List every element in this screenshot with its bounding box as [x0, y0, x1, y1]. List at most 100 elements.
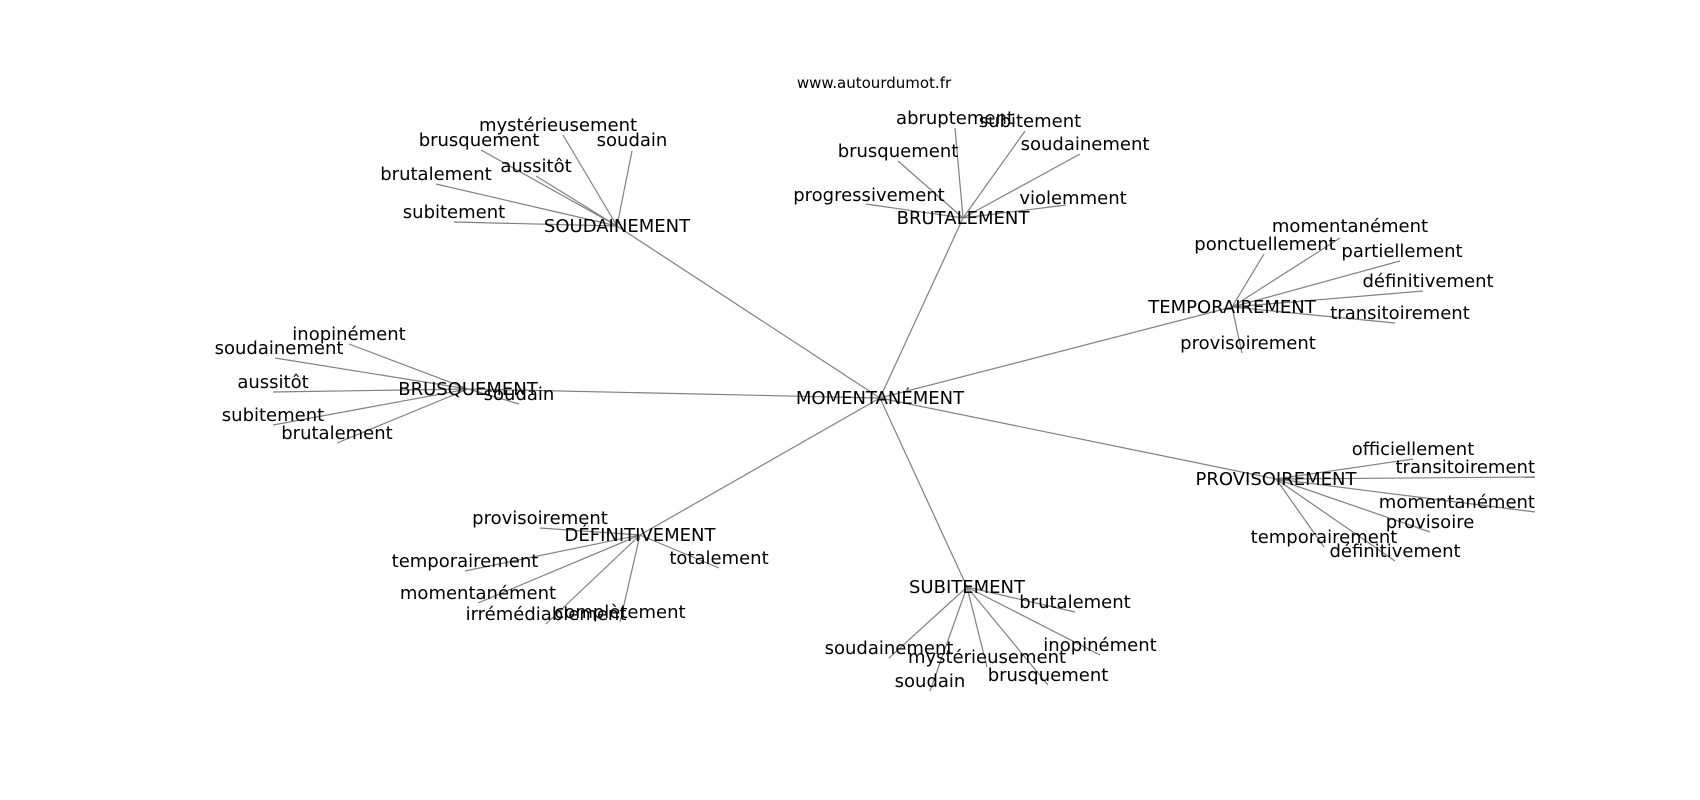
leaf-edge-4-3	[1275, 478, 1431, 533]
leaf-edge-6-3	[966, 586, 988, 668]
leaf-label: aussitôt	[500, 156, 571, 177]
leaf-edge-5-5	[619, 534, 641, 623]
leaf-edge-3-5	[336, 388, 469, 444]
leaf-label: aussitôt	[237, 372, 308, 393]
leaf-label: momentanément	[400, 583, 556, 604]
leaf-label: soudain	[895, 671, 966, 692]
leaf-edge-4-4	[1275, 478, 1325, 548]
leaf-label: mystérieusement	[908, 647, 1066, 668]
leaf-edge-2-5	[1231, 306, 1243, 354]
center-edge-3	[467, 388, 881, 399]
leaf-edge-3-4	[272, 388, 469, 426]
leaf-edge-6-1	[888, 586, 968, 659]
leaf-edge-1-0	[954, 127, 964, 219]
leaf-edge-5-4	[545, 534, 641, 625]
center-label: MOMENTANÉMENT	[796, 387, 965, 409]
leaf-label: partiellement	[1341, 241, 1462, 262]
leaf-edge-6-0	[966, 586, 1076, 613]
leaf-label: définitivement	[1329, 541, 1460, 562]
leaf-label: soudain	[597, 130, 668, 151]
leaf-label: subitement	[222, 405, 324, 426]
hub-label: SUBITEMENT	[909, 577, 1026, 598]
leaf-label: soudain	[484, 384, 555, 405]
hub-label: PROVISOIREMENT	[1196, 469, 1358, 490]
leaf-label: inopinément	[292, 324, 405, 345]
center-edge-1	[879, 217, 964, 399]
leaf-edge-6-4	[966, 586, 1049, 686]
leaf-edge-1-1	[962, 130, 1026, 219]
leaf-edge-4-0	[1275, 458, 1414, 480]
hub-label: BRUTALEMENT	[897, 208, 1031, 229]
leaf-edge-2-0	[1231, 237, 1341, 308]
leaf-edge-0-2	[616, 150, 633, 227]
leaf-edge-1-5	[962, 204, 1067, 219]
leaf-label: transitoirement	[1330, 303, 1470, 324]
leaf-edge-2-2	[1231, 260, 1401, 308]
leaf-label: brutalement	[281, 423, 392, 444]
leaf-edge-3-2	[272, 388, 469, 393]
leaf-label: brusquement	[838, 141, 959, 162]
edges-layer	[272, 127, 1536, 692]
center-edge-2	[879, 306, 1233, 399]
leaf-edge-4-1	[1275, 476, 1536, 480]
leaf-edge-4-2	[1275, 478, 1536, 513]
leaf-label: soudainement	[1021, 134, 1150, 155]
leaf-label: soudainement	[825, 638, 954, 659]
center-edge-6	[879, 397, 968, 588]
leaf-label: temporairement	[392, 551, 539, 572]
leaf-edge-1-4	[865, 203, 964, 219]
leaf-edge-5-2	[639, 534, 720, 569]
leaf-edge-5-1	[464, 534, 641, 572]
leaf-label: inopinément	[1043, 635, 1156, 656]
hub-label: DÉFINITIVEMENT	[564, 524, 716, 546]
leaf-edge-3-3	[467, 388, 520, 405]
leaf-label: soudainement	[215, 338, 344, 359]
watermark-text: www.autourdumot.fr	[797, 74, 952, 92]
leaf-edge-2-3	[1231, 290, 1424, 308]
leaf-label: complètement	[554, 602, 685, 623]
leaf-edge-1-3	[962, 153, 1081, 219]
leaf-label: abruptement	[896, 108, 1014, 129]
center-edge-0	[616, 225, 881, 399]
leaf-edge-0-0	[562, 134, 618, 227]
leaf-label: définitivement	[1362, 271, 1493, 292]
leaf-label: temporairement	[1251, 527, 1398, 548]
leaf-label: officiellement	[1352, 439, 1475, 460]
leaf-label: provisoirement	[472, 508, 608, 529]
leaf-label: brutalement	[380, 164, 491, 185]
leaf-edge-6-5	[929, 586, 968, 692]
leaf-edge-0-5	[453, 221, 618, 227]
leaf-edge-0-1	[480, 149, 618, 227]
leaf-label: ponctuellement	[1194, 234, 1335, 255]
leaf-label: subitement	[403, 202, 505, 223]
hub-label: TEMPORAIREMENT	[1147, 297, 1317, 318]
leaf-label: subitement	[979, 111, 1081, 132]
leaf-edge-5-0	[539, 527, 641, 536]
leaf-edge-2-1	[1231, 253, 1265, 308]
leaf-label: brusquement	[419, 130, 540, 151]
leaf-edge-6-2	[966, 586, 1101, 656]
leaf-label: momentanément	[1272, 216, 1428, 237]
leaf-label: provisoire	[1386, 512, 1475, 533]
leaf-edge-0-4	[435, 183, 618, 227]
leaf-label: progressivement	[793, 185, 945, 206]
leaf-label: totalement	[669, 548, 768, 569]
center-edge-5	[639, 397, 881, 536]
leaf-edge-1-2	[897, 160, 964, 219]
leaf-label: irrémédiablement	[466, 604, 627, 625]
hub-label: BRUSQUEMENT	[398, 379, 539, 400]
leaf-edge-3-0	[348, 343, 469, 390]
leaf-label: violemment	[1019, 188, 1126, 209]
leaf-label: mystérieusement	[479, 115, 637, 136]
leaf-edge-0-3	[535, 175, 618, 227]
leaf-label: brutalement	[1019, 592, 1130, 613]
leaf-label: provisoirement	[1180, 333, 1316, 354]
leaf-edge-2-4	[1231, 306, 1396, 324]
leaf-edge-4-5	[1275, 478, 1396, 562]
leaf-label: transitoirement	[1396, 457, 1536, 478]
leaf-edge-3-1	[274, 357, 469, 390]
leaf-edge-5-3	[477, 534, 641, 604]
center-edge-4	[879, 397, 1277, 480]
